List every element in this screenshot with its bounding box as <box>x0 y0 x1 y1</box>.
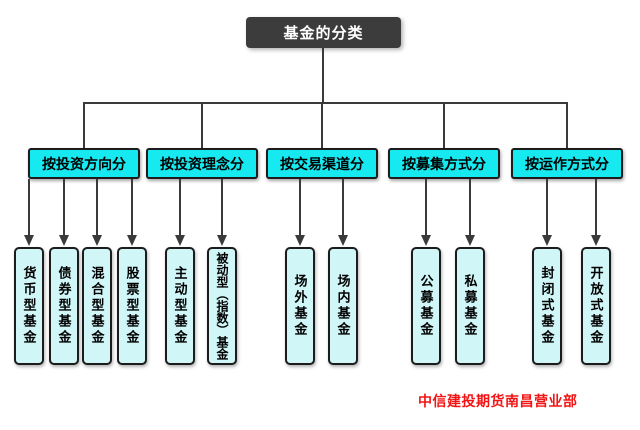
leaf-label: 场外基金 <box>292 274 308 338</box>
leaf-node-bond-fund: 债券型基金 <box>49 247 79 365</box>
arrow-shaft <box>425 179 427 235</box>
arrow-shaft <box>63 179 65 235</box>
leaf-node-private-fund: 私募基金 <box>455 247 485 365</box>
arrow-head-icon <box>542 235 552 246</box>
leaf-label: 场内基金 <box>335 274 351 338</box>
leaf-label: 私募基金 <box>462 274 478 338</box>
arrow-head-icon <box>59 235 69 246</box>
leaf-node-money-fund: 货币型基金 <box>14 247 44 365</box>
arrow-shaft <box>179 179 181 235</box>
leaf-node-closed-end-fund: 封闭式基金 <box>532 247 562 365</box>
leaf-node-public-fund: 公募基金 <box>411 247 441 365</box>
branch-watermark: 中信建投期货南昌营业部 <box>418 393 578 409</box>
arrow-down-4 <box>127 179 137 246</box>
leaf-node-passive-index-fund: 被动型（指数）基金 <box>207 247 237 365</box>
leaf-label: 公募基金 <box>418 274 434 338</box>
category-node-investment-philosophy: 按投资理念分 <box>146 148 258 179</box>
leaf-label: 开放式基金 <box>588 266 604 346</box>
arrow-head-icon <box>465 235 475 246</box>
arrow-down-12 <box>591 179 601 246</box>
connector-drop-2 <box>201 102 203 148</box>
leaf-label: 股票型基金 <box>124 266 140 346</box>
category-node-trading-channel: 按交易渠道分 <box>266 148 378 179</box>
connector-drop-3 <box>321 102 323 148</box>
leaf-label: 货币型基金 <box>21 266 37 346</box>
arrow-down-2 <box>59 179 69 246</box>
leaf-node-stock-fund: 股票型基金 <box>117 247 147 365</box>
arrow-head-icon <box>175 235 185 246</box>
arrow-shaft <box>96 179 98 235</box>
arrow-down-11 <box>542 179 552 246</box>
arrow-down-1 <box>24 179 34 246</box>
leaf-node-open-end-fund: 开放式基金 <box>581 247 611 365</box>
arrow-down-8 <box>338 179 348 246</box>
connector-drop-4 <box>443 102 445 148</box>
arrow-shaft <box>469 179 471 235</box>
leaf-node-exchange-fund: 场内基金 <box>328 247 358 365</box>
category-node-investment-direction: 按投资方向分 <box>28 148 140 179</box>
leaf-label: 债券型基金 <box>56 266 72 346</box>
connector-root-stem <box>322 48 324 104</box>
leaf-label: 混合型基金 <box>89 266 105 346</box>
arrow-head-icon <box>217 235 227 246</box>
connector-drop-5 <box>566 102 568 148</box>
arrow-shaft <box>221 179 223 235</box>
arrow-shaft <box>28 179 30 235</box>
arrow-head-icon <box>591 235 601 246</box>
arrow-down-7 <box>295 179 305 246</box>
root-node-title: 基金的分类 <box>246 17 401 48</box>
leaf-label: 封闭式基金 <box>539 266 555 346</box>
arrow-down-9 <box>421 179 431 246</box>
connector-horizontal-bus <box>84 102 568 104</box>
arrow-shaft <box>546 179 548 235</box>
connector-drop-1 <box>83 102 85 148</box>
leaf-node-otc-fund: 场外基金 <box>285 247 315 365</box>
arrow-down-10 <box>465 179 475 246</box>
arrow-head-icon <box>24 235 34 246</box>
arrow-shaft <box>131 179 133 235</box>
arrow-shaft <box>342 179 344 235</box>
arrow-head-icon <box>421 235 431 246</box>
category-node-fundraising-method: 按募集方式分 <box>388 148 500 179</box>
arrow-head-icon <box>127 235 137 246</box>
leaf-label: 主动型基金 <box>172 266 188 346</box>
arrow-head-icon <box>338 235 348 246</box>
arrow-down-6 <box>217 179 227 246</box>
leaf-node-hybrid-fund: 混合型基金 <box>82 247 112 365</box>
arrow-head-icon <box>295 235 305 246</box>
leaf-node-active-fund: 主动型基金 <box>165 247 195 365</box>
leaf-label: 被动型（指数）基金 <box>215 252 229 360</box>
arrow-head-icon <box>92 235 102 246</box>
category-node-operation-method: 按运作方式分 <box>511 148 623 179</box>
arrow-shaft <box>299 179 301 235</box>
arrow-down-3 <box>92 179 102 246</box>
arrow-shaft <box>595 179 597 235</box>
arrow-down-5 <box>175 179 185 246</box>
